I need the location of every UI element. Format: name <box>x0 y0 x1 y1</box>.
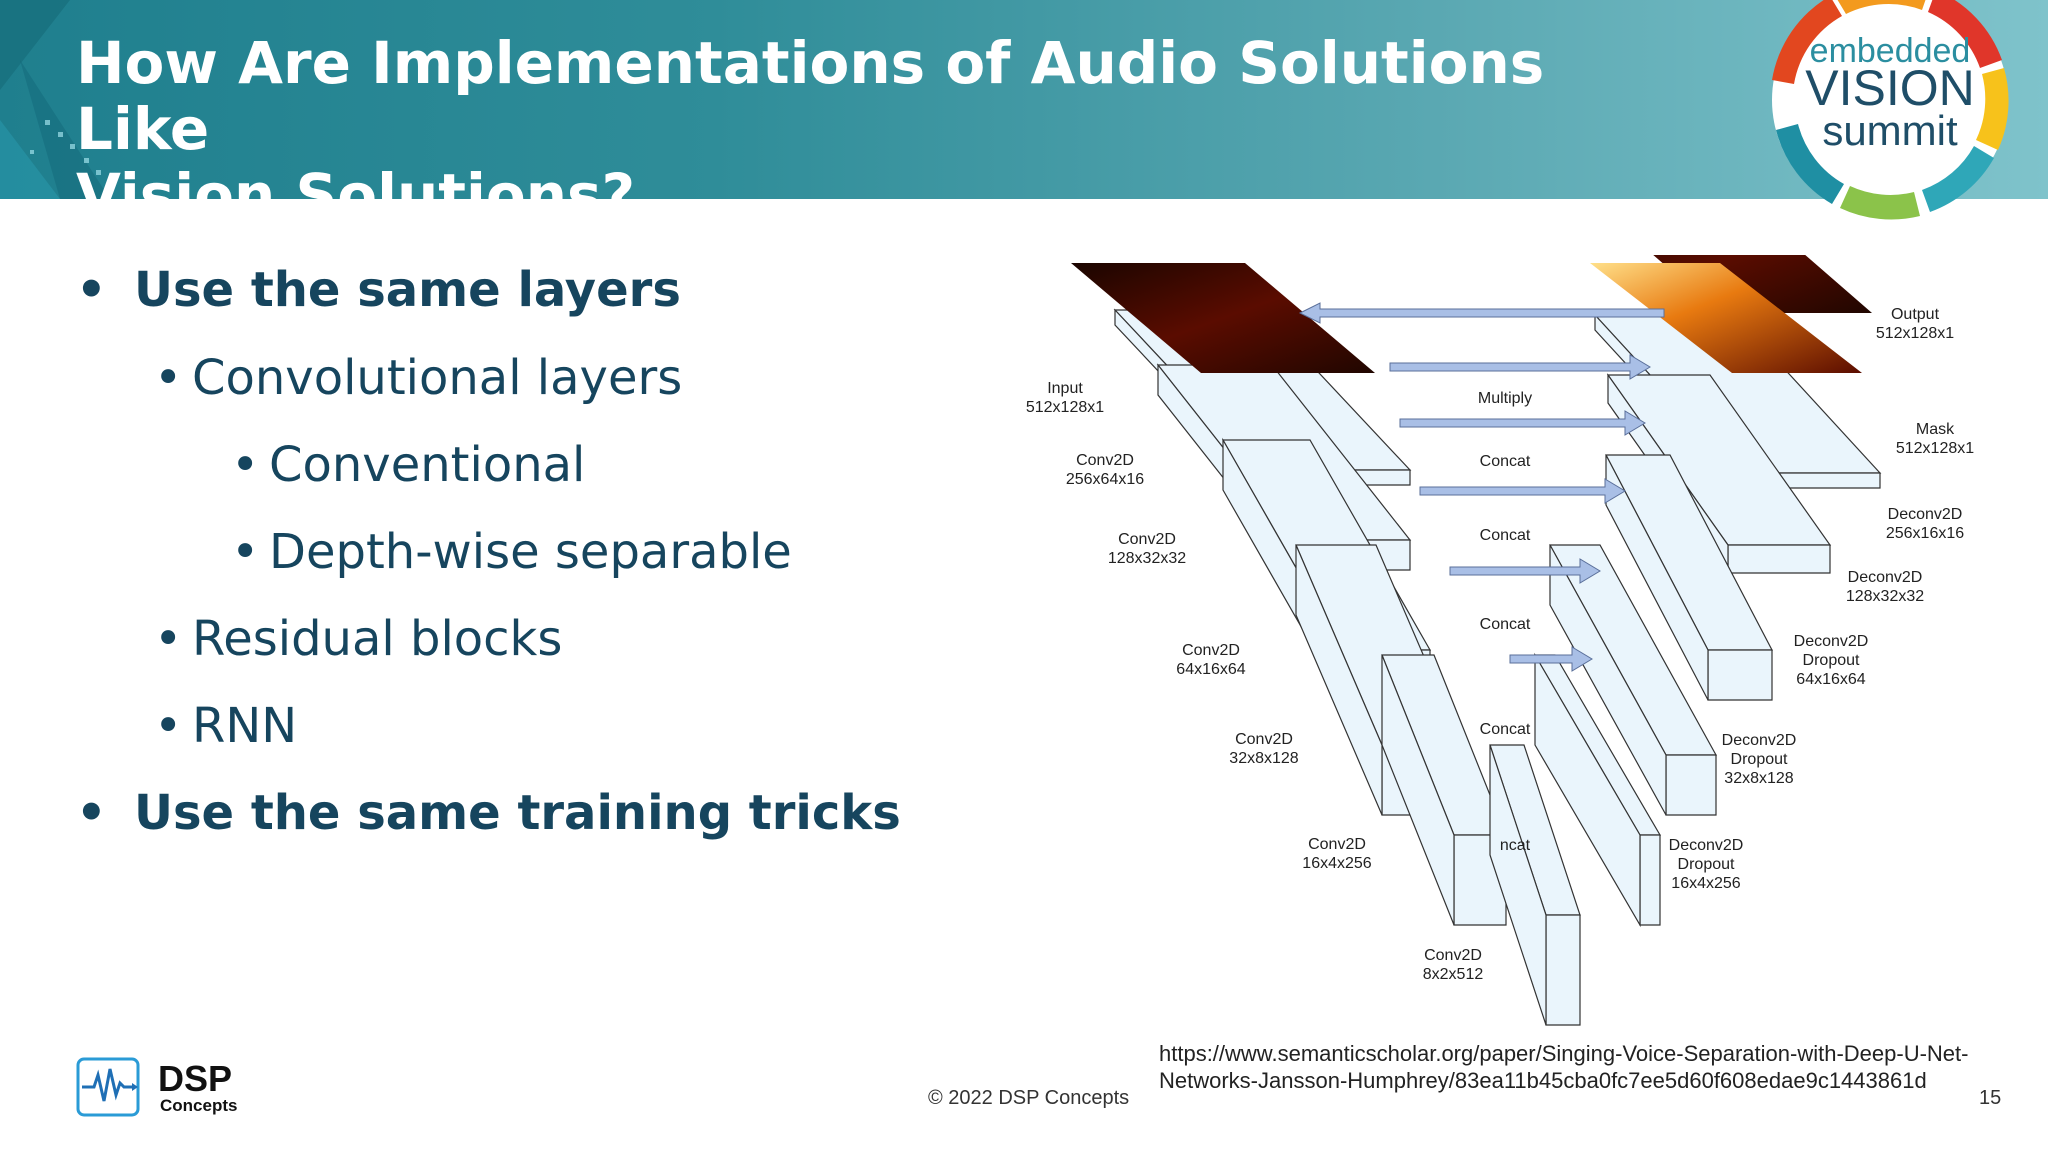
bullet-text: Use the same training tricks <box>134 785 901 841</box>
concat-arrow <box>1509 646 1593 672</box>
citation-link[interactable]: https://www.semanticscholar.org/paper/Si… <box>1159 1040 2019 1094</box>
logo-line-summit: summit <box>1822 107 1958 154</box>
encoder-block <box>1489 744 1581 1026</box>
input-caption: Input 512x128x1 <box>1025 380 1105 416</box>
bullet-text: RNN <box>192 698 298 754</box>
page-number: 15 <box>1979 1087 2002 1109</box>
mask-caption: Mask 512x128x1 <box>1895 421 1975 457</box>
bullet-dot: • <box>231 437 260 493</box>
logo-line-embedded: embedded <box>1810 32 1971 70</box>
copyright-text: © 2022 DSP Concepts <box>928 1087 1130 1109</box>
bullet-dot: • <box>76 785 107 841</box>
title-line-2: Vision Solutions? <box>76 161 636 199</box>
concat-label: Concat <box>1479 616 1531 633</box>
bullet-text: Use the same layers <box>134 262 681 318</box>
concat-arrow <box>1419 478 1626 504</box>
concat-arrow <box>1449 558 1601 584</box>
header-banner: How Are Implementations of Audio Solutio… <box>0 0 2048 199</box>
bullet-text: Depth-wise separable <box>269 524 792 580</box>
concat-arrow <box>1399 410 1646 436</box>
multiply-label: Multiply <box>1477 390 1533 407</box>
bullet-dot: • <box>154 698 183 754</box>
bullet-dot: • <box>154 350 183 406</box>
slide-title: How Are Implementations of Audio Solutio… <box>76 30 1676 199</box>
bullet-text: Conventional <box>269 437 586 493</box>
company-logo-sub: Concepts <box>160 1096 238 1115</box>
concat-label: Concat <box>1479 721 1531 738</box>
decoder-block <box>1605 454 1773 701</box>
input-spectrogram <box>1071 263 1375 373</box>
multiply-arrow <box>1298 302 1665 324</box>
unet-diagram <box>1071 255 1882 1026</box>
decoder-block <box>1548 544 1718 816</box>
bullet-dot: • <box>76 262 107 318</box>
concat-label: Concat <box>1479 453 1531 470</box>
mask-spectrogram <box>1590 263 1862 373</box>
bullet-dot: • <box>154 611 183 667</box>
dsp-waveform-icon <box>76 1057 140 1117</box>
title-line-1: How Are Implementations of Audio Solutio… <box>76 29 1545 163</box>
concat-label: Concat <box>1479 527 1531 544</box>
encoder-block <box>1381 654 1507 926</box>
decoder-block <box>1533 652 1662 928</box>
bullet-text: Residual blocks <box>192 611 563 667</box>
bullet-dot: • <box>231 524 260 580</box>
concat-label-partial: ncat <box>1499 837 1531 854</box>
company-logo-name: DSP <box>158 1058 233 1099</box>
embedded-vision-summit-logo: embedded VISION summit <box>1772 0 2009 220</box>
citation-line-2: Networks-Jansson-Humphrey/83ea11b45cba0f… <box>1159 1068 1927 1093</box>
output-caption: Output 512x128x1 <box>1875 306 1955 342</box>
bullet-text: Convolutional layers <box>192 350 683 406</box>
logo-line-vision: VISION <box>1805 60 1974 116</box>
concat-arrow <box>1389 354 1651 380</box>
citation-line-1: https://www.semanticscholar.org/paper/Si… <box>1159 1041 1969 1066</box>
header-decoration <box>0 0 110 199</box>
